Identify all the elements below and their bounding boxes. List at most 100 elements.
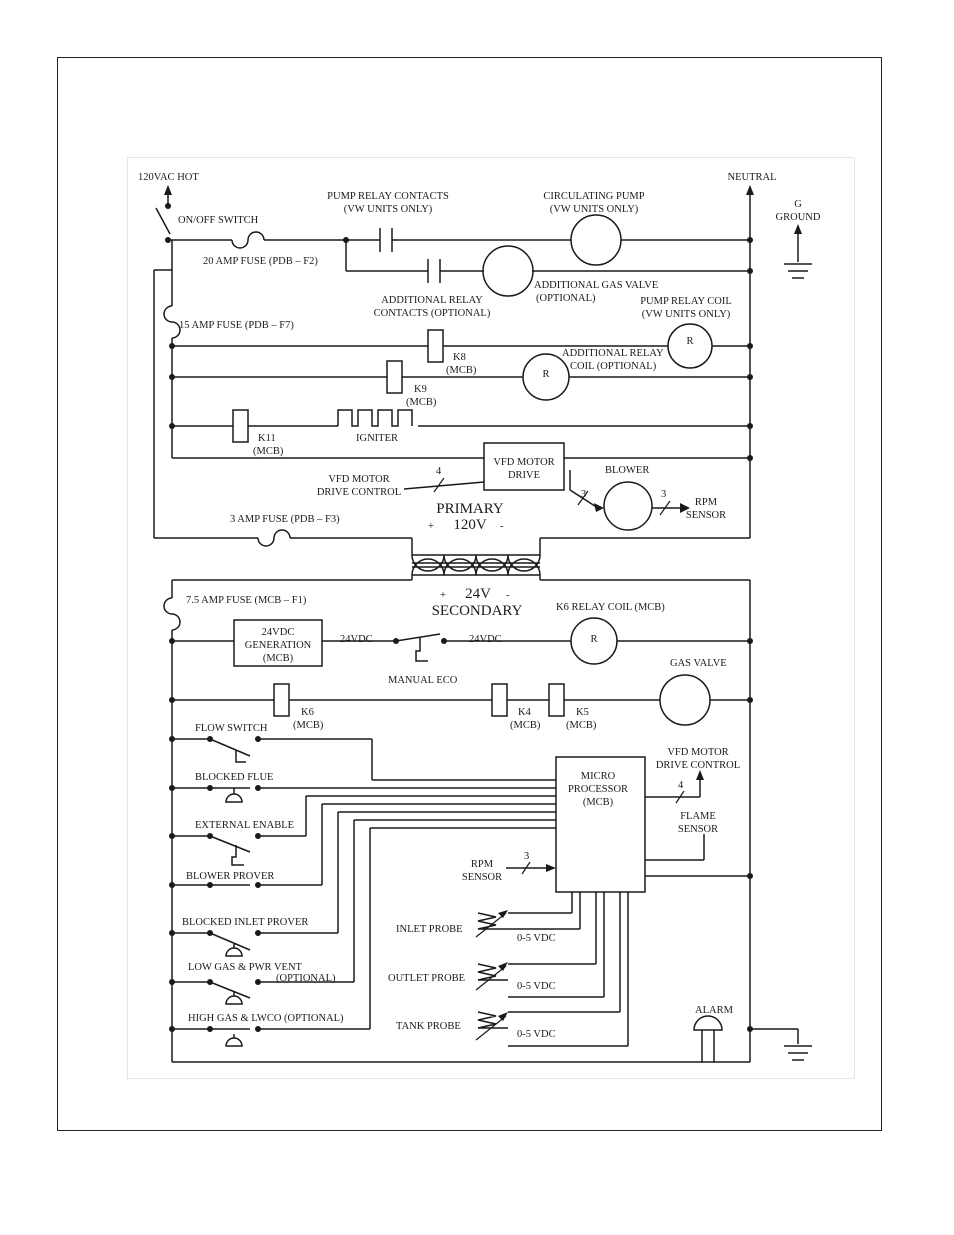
label-k4-mcb: (MCB) [510, 720, 541, 731]
label-primary-minus: - [500, 521, 504, 532]
label-add-coil-2: COIL (OPTIONAL) [570, 361, 657, 372]
k6-contact [273, 683, 290, 717]
label-k8: K8 [453, 352, 466, 363]
label-inlet-vdc: 0-5 VDC [517, 933, 556, 944]
label-tank-vdc: 0-5 VDC [517, 1029, 556, 1040]
k5-contact [548, 683, 565, 717]
label-vfd-out-2: DRIVE CONTROL [656, 760, 740, 771]
label-primary-plus: + [428, 521, 434, 532]
label-blocked-inlet: BLOCKED INLET PROVER [182, 917, 308, 928]
label-add-coil: ADDITIONAL RELAY [562, 348, 664, 359]
k9-relay [386, 360, 403, 394]
k11-relay [232, 409, 249, 443]
additional-gas-valve [482, 245, 534, 297]
label-add-gas: ADDITIONAL GAS VALVE [534, 280, 658, 291]
label-rpm-2: SENSOR [686, 510, 726, 521]
label-outlet-vdc: 0-5 VDC [517, 981, 556, 992]
label-rpm-in-count: 3 [524, 851, 529, 862]
label-k6-coil: K6 RELAY COIL (MCB) [556, 602, 665, 613]
additional-relay-coil [522, 353, 570, 401]
lv-dots [169, 638, 753, 1032]
label-k6: K6 [301, 707, 314, 718]
label-120v: 120V [453, 517, 487, 533]
label-pump-coil: PUMP RELAY COIL [640, 296, 732, 307]
label-fuse75: 7.5 AMP FUSE (MCB – F1) [186, 595, 307, 606]
label-neutral: NEUTRAL [728, 172, 777, 183]
label-low-gas: LOW GAS & PWR VENT [188, 962, 303, 973]
label-circ-pump: CIRCULATING PUMP [543, 191, 644, 202]
label-secondary-minus: - [506, 590, 510, 601]
label-secondary: SECONDARY [432, 603, 523, 619]
label-tank-probe: TANK PROBE [396, 1021, 461, 1032]
label-r-add: R [542, 369, 549, 380]
label-r-pump: R [686, 336, 693, 347]
label-k9: K9 [414, 384, 427, 395]
label-blocked-flue: BLOCKED FLUE [195, 772, 273, 783]
gas-valve [659, 674, 711, 726]
label-k9-mcb: (MCB) [406, 397, 437, 408]
label-k5-mcb: (MCB) [566, 720, 597, 731]
label-vfd-out-count: 4 [678, 780, 684, 791]
label-high-gas: HIGH GAS & LWCO (OPTIONAL) [188, 1013, 344, 1024]
label-outlet-probe: OUTLET PROBE [388, 973, 465, 984]
label-flame: FLAME [680, 811, 716, 822]
label-gen-3: (MCB) [263, 653, 294, 664]
label-hot: 120VAC HOT [138, 172, 199, 183]
label-flow-switch: FLOW SWITCH [195, 723, 268, 734]
label-vfd-drive-2: DRIVE [508, 470, 540, 481]
label-secondary-plus: + [440, 590, 446, 601]
label-k11: K11 [258, 433, 276, 444]
label-24vdc-a: 24VDC [340, 634, 373, 645]
label-rpm-in: RPM [471, 859, 494, 870]
label-circ-pump-2: (VW UNITS ONLY) [550, 204, 639, 215]
label-vfd-ctrl: VFD MOTOR [328, 474, 389, 485]
label-on-off: ON/OFF SWITCH [178, 215, 259, 226]
label-vfd-ctrl-2: DRIVE CONTROL [317, 487, 401, 498]
hv-components [232, 214, 713, 531]
label-blower: BLOWER [605, 465, 649, 476]
hv-dots [165, 203, 753, 461]
hv-wiring [153, 185, 812, 576]
label-k8-mcb: (MCB) [446, 365, 477, 376]
label-alarm: ALARM [695, 1005, 734, 1016]
24vdc-generation [233, 619, 323, 667]
k6-relay-coil [570, 617, 618, 665]
label-vfd-ctrl-count: 4 [436, 466, 442, 477]
label-micro-3: (MCB) [583, 797, 614, 808]
label-k6-mcb: (MCB) [293, 720, 324, 731]
label-ground-g: G [794, 199, 802, 210]
label-24vdc-b: 24VDC [469, 634, 502, 645]
label-vfd-drive: VFD MOTOR [493, 457, 554, 468]
inlet-probe-thermistor [477, 912, 508, 930]
tank-probe-thermistor [477, 1011, 508, 1029]
label-r-k6: R [590, 634, 597, 645]
label-24v: 24V [465, 586, 491, 602]
k8-relay [427, 329, 444, 363]
label-add-relay-2: CONTACTS (OPTIONAL) [374, 308, 491, 319]
label-primary: PRIMARY [436, 501, 504, 517]
label-inlet-probe: INLET PROBE [396, 924, 463, 935]
label-fuse15: 15 AMP FUSE (PDB – F7) [179, 320, 294, 331]
label-low-gas-optional: (OPTIONAL) [276, 973, 336, 984]
blower-motor [603, 481, 653, 531]
label-micro: MICRO [581, 771, 616, 782]
probe-symbols [475, 910, 508, 1041]
labels: 120VAC HOT NEUTRAL G GROUND ON/OFF SWITC… [138, 172, 821, 1040]
label-rpm-in-2: SENSOR [462, 872, 502, 883]
label-micro-2: PROCESSOR [568, 784, 628, 795]
circulating-pump [570, 214, 622, 266]
label-manual-eco: MANUAL ECO [388, 675, 458, 686]
label-external-enable: EXTERNAL ENABLE [195, 820, 294, 831]
label-igniter: IGNITER [356, 433, 398, 444]
outlet-probe-thermistor [477, 963, 508, 981]
label-vfd-out: VFD MOTOR [667, 747, 728, 758]
label-blower-prover: BLOWER PROVER [186, 871, 274, 882]
label-fuse20: 20 AMP FUSE (PDB – F2) [203, 256, 318, 267]
label-k5: K5 [576, 707, 589, 718]
micro-processor [555, 756, 646, 893]
pump-relay-coil [667, 323, 713, 369]
label-rpm: RPM [695, 497, 718, 508]
label-fuse3: 3 AMP FUSE (PDB – F3) [230, 514, 340, 525]
label-pump-coil-2: (VW UNITS ONLY) [642, 309, 731, 320]
